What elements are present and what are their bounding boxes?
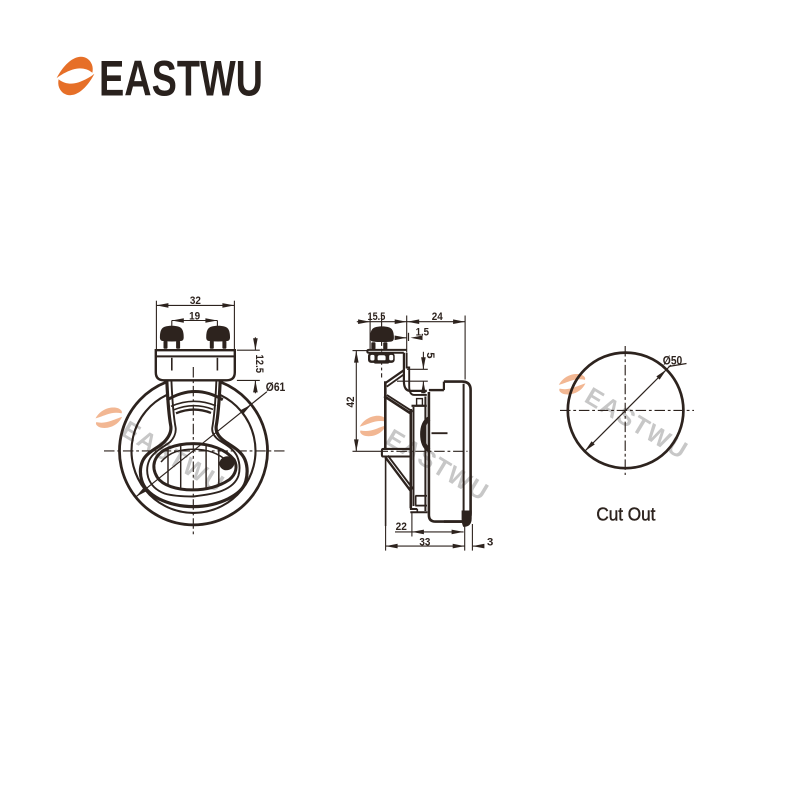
svg-text:33: 33	[419, 536, 430, 548]
svg-text:1.5: 1.5	[416, 326, 430, 338]
svg-text:42: 42	[345, 397, 357, 408]
svg-text:Ø61: Ø61	[266, 380, 286, 394]
svg-text:22: 22	[396, 521, 407, 533]
svg-text:Ø50: Ø50	[663, 354, 683, 368]
svg-text:5: 5	[424, 352, 436, 358]
svg-text:3: 3	[487, 536, 493, 548]
svg-text:24: 24	[432, 311, 444, 323]
svg-text:Cut Out: Cut Out	[596, 503, 656, 524]
svg-text:32: 32	[190, 295, 201, 307]
svg-text:12.5: 12.5	[253, 355, 265, 374]
svg-text:19: 19	[189, 310, 200, 322]
svg-text:15.5: 15.5	[368, 311, 386, 323]
svg-text:EASTWU: EASTWU	[99, 51, 263, 106]
